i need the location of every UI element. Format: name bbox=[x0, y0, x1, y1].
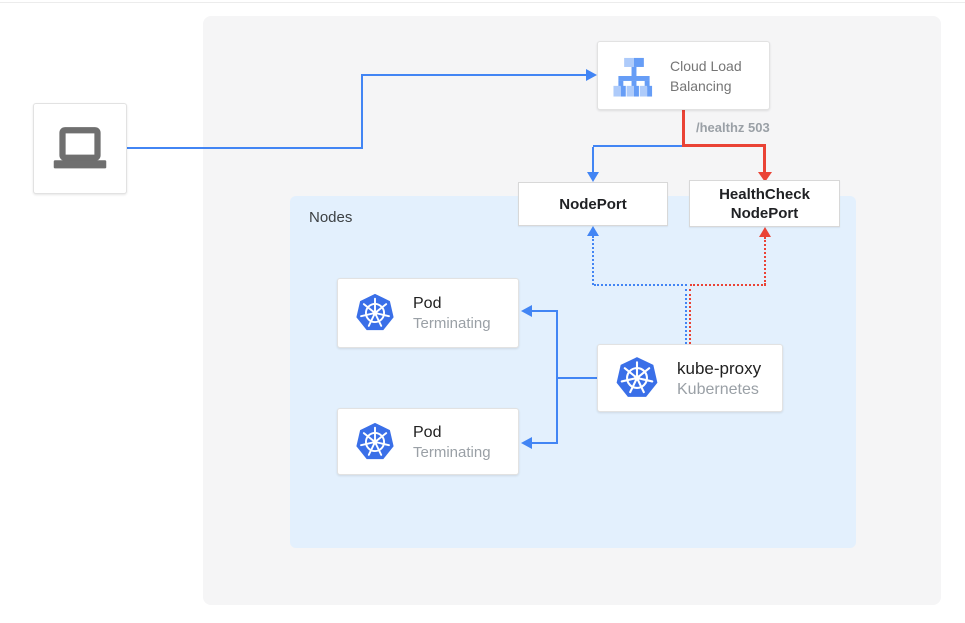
client-laptop-card bbox=[33, 103, 127, 194]
kubernetes-icon bbox=[356, 293, 394, 331]
pod1-title: Pod bbox=[413, 295, 442, 312]
dotted-blue-v bbox=[592, 236, 594, 285]
edge-red-branch-v bbox=[763, 147, 766, 172]
edge-kubeproxy-to-trunk-h bbox=[557, 377, 597, 379]
pod-terminating-card-1: Pod Terminating bbox=[337, 278, 519, 348]
clb-label-line1: Cloud Load bbox=[670, 57, 742, 74]
edge-red-branch-h bbox=[682, 144, 766, 147]
dotted-kubeproxy-trunk-blue bbox=[685, 289, 687, 344]
cloud-load-balancing-label: Cloud Load Balancing bbox=[670, 56, 742, 96]
dotted-blue-h bbox=[594, 284, 687, 286]
edge-client-to-clb-h2 bbox=[363, 74, 586, 76]
pod2-status: Terminating bbox=[413, 443, 491, 461]
healthcheck-label-line2: NodePort bbox=[730, 204, 799, 222]
cloud-load-balancing-icon bbox=[613, 57, 653, 97]
edge-client-to-clb-h1 bbox=[126, 147, 363, 149]
healthz-503-label: /healthz 503 bbox=[696, 120, 770, 135]
pod2-title: Pod bbox=[413, 423, 442, 441]
kube-proxy-title: kube-proxy bbox=[677, 359, 762, 378]
clb-label-line2: Balancing bbox=[670, 77, 732, 94]
edge-client-to-clb-v bbox=[361, 74, 363, 149]
kube-proxy-subtitle: Kubernetes bbox=[677, 381, 759, 398]
edge-to-pod2-h bbox=[532, 442, 557, 444]
dotted-kubeproxy-trunk-red bbox=[689, 289, 691, 344]
edge-to-pod1-h bbox=[532, 310, 557, 312]
dotted-red-h bbox=[690, 284, 766, 286]
pod-terminating-card-2: Pod Terminating bbox=[337, 408, 519, 475]
nodeport-label: NodePort bbox=[559, 195, 627, 213]
arrowhead-into-pod1 bbox=[521, 305, 532, 317]
kubernetes-icon bbox=[356, 422, 394, 459]
nodeport-card: NodePort bbox=[518, 182, 668, 226]
kube-proxy-card: kube-proxy Kubernetes bbox=[597, 344, 783, 412]
kubernetes-icon bbox=[616, 357, 658, 397]
laptop-icon bbox=[53, 126, 107, 168]
top-border-line bbox=[0, 2, 965, 3]
dotted-red-v bbox=[764, 237, 766, 285]
healthcheck-label-line1: HealthCheck bbox=[719, 185, 810, 203]
cloud-load-balancing-card: Cloud Load Balancing bbox=[597, 41, 770, 110]
healthcheck-nodeport-card: HealthCheck NodePort bbox=[689, 180, 840, 227]
edge-pods-trunk-v bbox=[556, 310, 558, 444]
edge-blue-branch-v bbox=[592, 147, 594, 172]
arrowhead-dotted-into-nodeport bbox=[587, 226, 599, 236]
arrowhead-dotted-into-healthcheck bbox=[759, 227, 771, 237]
arrowhead-into-nodeport bbox=[587, 172, 599, 182]
arrowhead-into-pod2 bbox=[521, 437, 532, 449]
pod1-status: Terminating bbox=[413, 315, 491, 332]
edge-clb-down-red bbox=[682, 110, 685, 146]
nodes-label: Nodes bbox=[309, 209, 353, 226]
edge-blue-branch-h bbox=[593, 145, 682, 147]
arrowhead-into-clb bbox=[586, 69, 597, 81]
arrowhead-into-healthcheck bbox=[758, 172, 772, 182]
